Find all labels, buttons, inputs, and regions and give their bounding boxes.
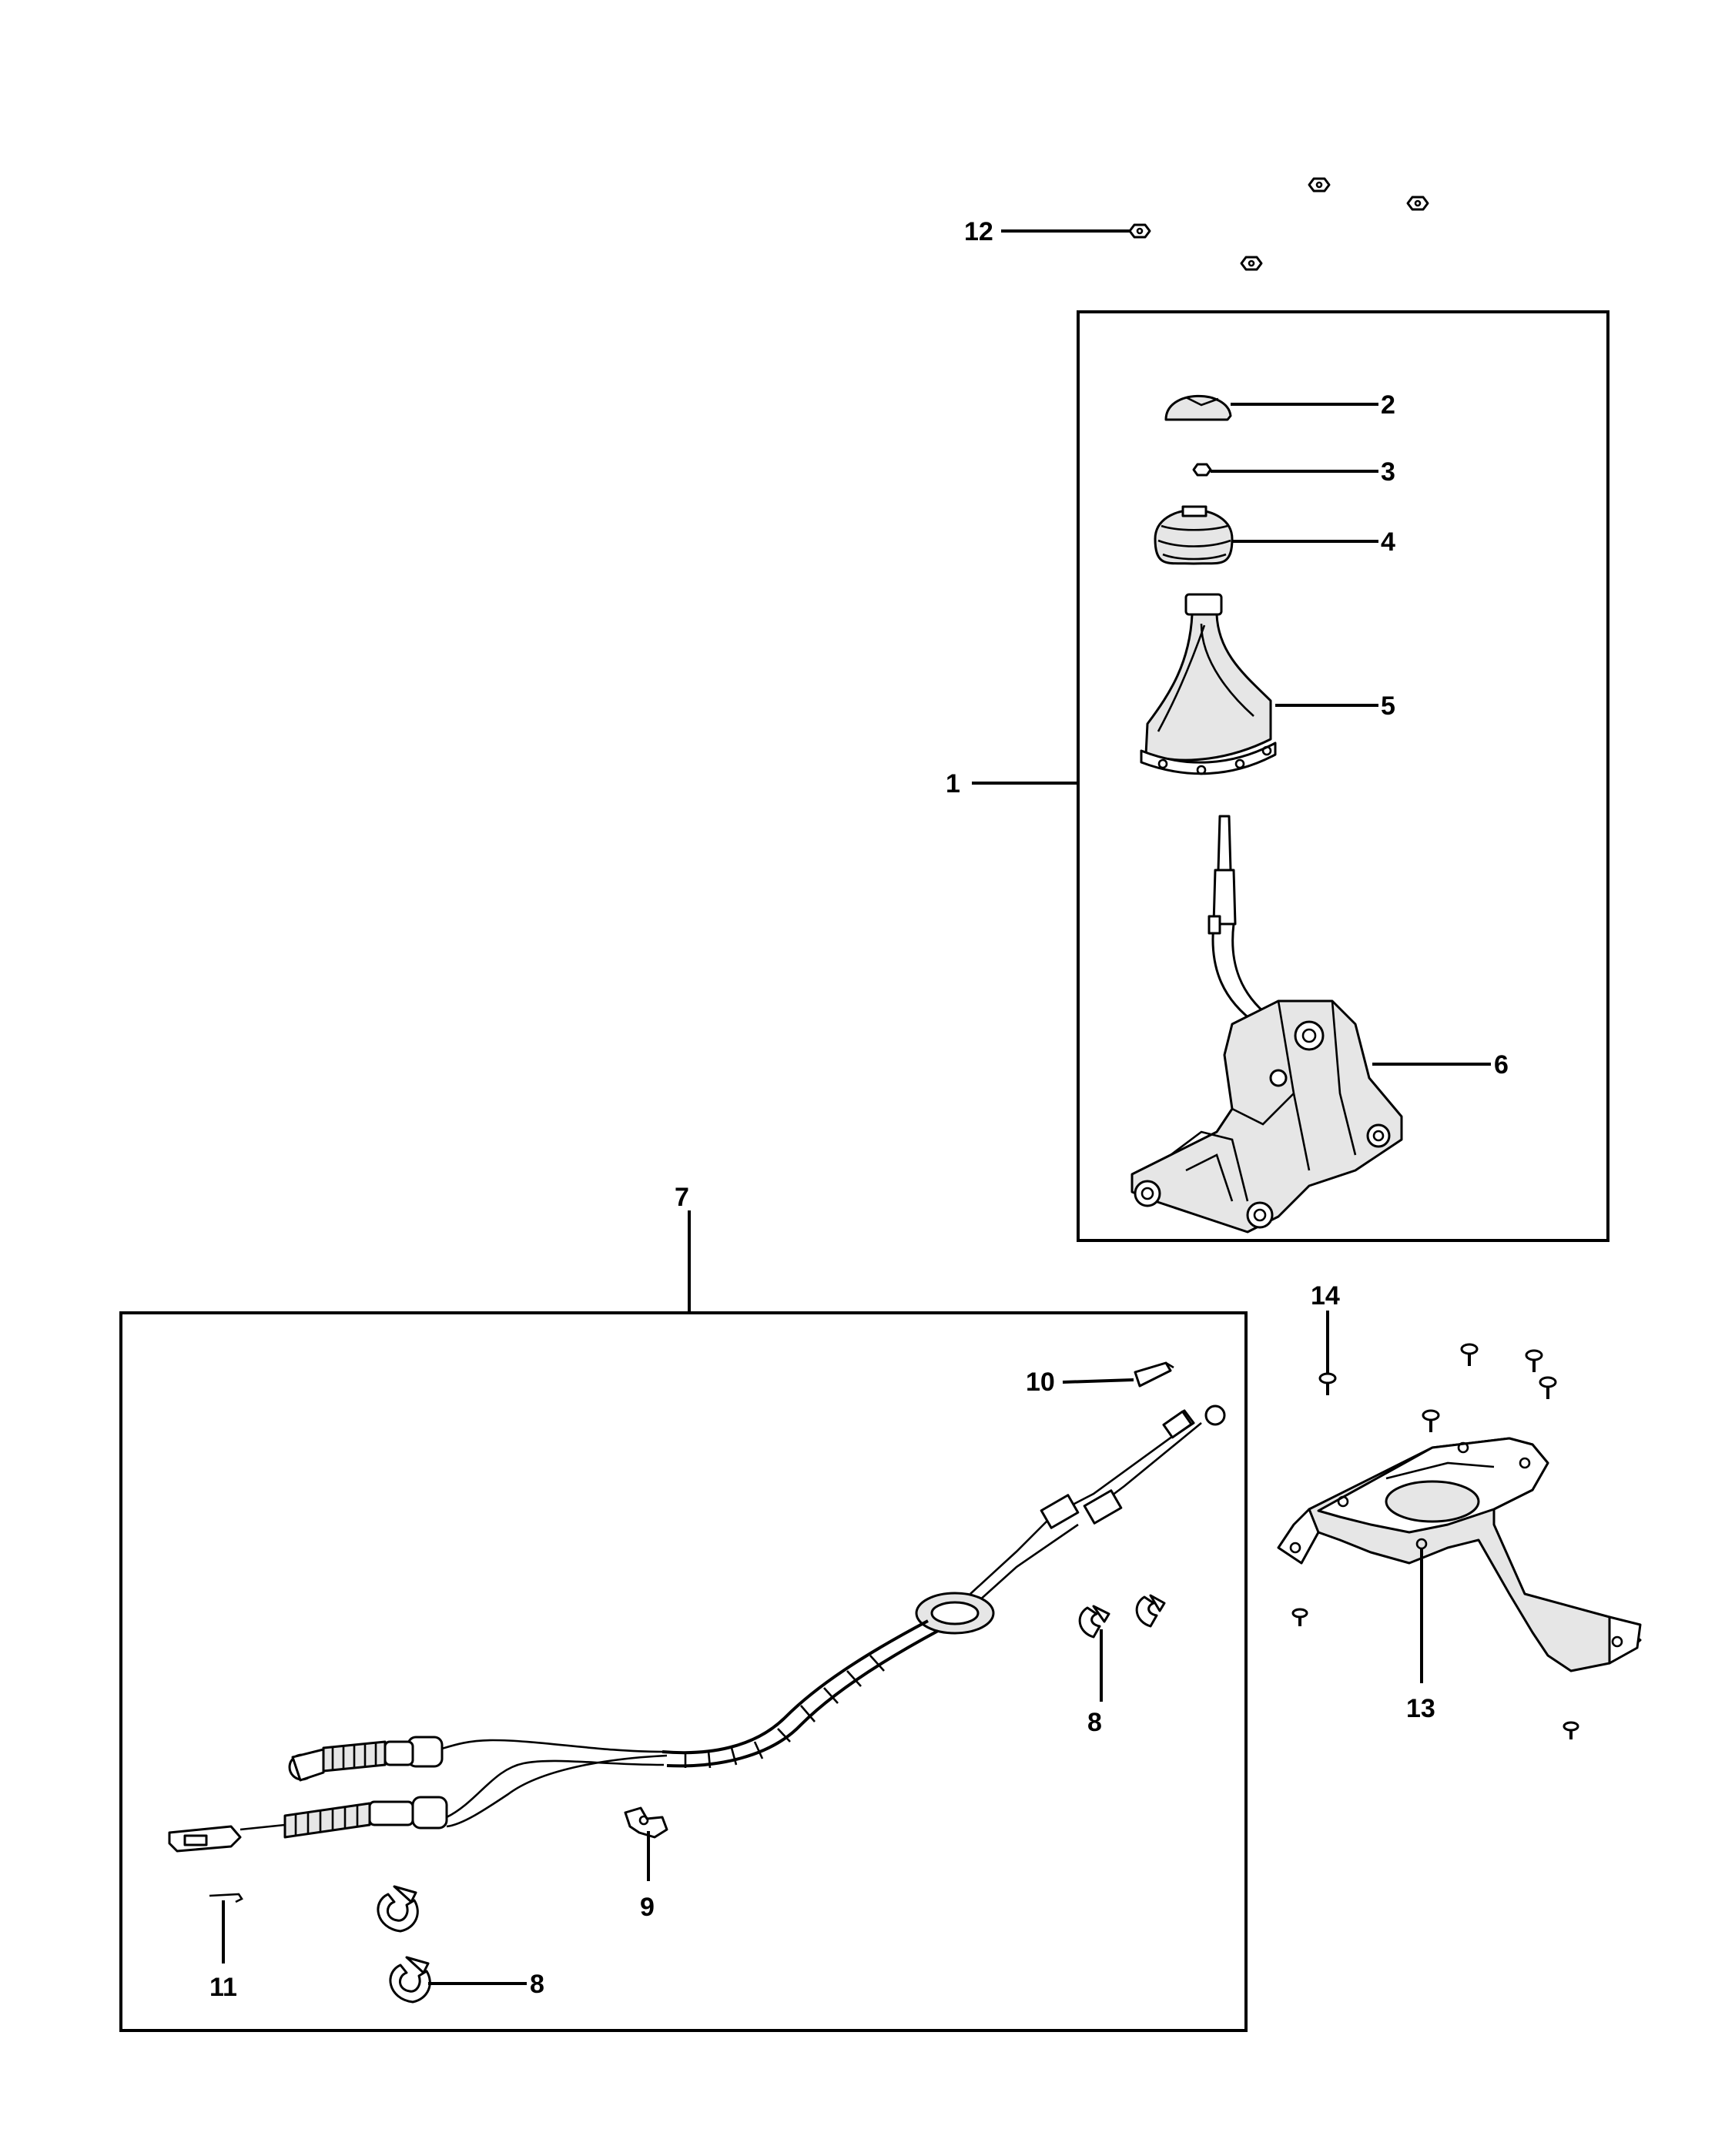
nut-icon (1406, 196, 1429, 211)
callout-4: 4 (1381, 527, 1395, 557)
part-2-knob-cap (1164, 394, 1378, 421)
callout-12: 12 (964, 217, 993, 246)
bolt-icon (1422, 1409, 1440, 1432)
callout-13: 13 (1406, 1694, 1435, 1723)
callout-10: 10 (1026, 1368, 1055, 1397)
callout-7: 7 (675, 1183, 689, 1212)
part-9-clip (624, 1806, 668, 1881)
callout-1: 1 (946, 769, 960, 798)
callout-3: 3 (1381, 457, 1395, 487)
part-4-shift-knob (1154, 505, 1378, 565)
bolt-icon (1539, 1376, 1557, 1399)
part-13-bracket (1277, 1437, 1642, 1683)
part-6-shifter-assembly (1130, 815, 1491, 1234)
callout-8-upper: 8 (1087, 1708, 1102, 1737)
part-11-pin (209, 1893, 243, 1964)
part-5-shift-boot (1140, 593, 1378, 775)
nut-icon (1240, 256, 1263, 271)
callout-8-lower: 8 (530, 1970, 544, 1999)
part-8-clips-lower (377, 1885, 527, 2004)
callout-2: 2 (1381, 390, 1395, 420)
nut-icon (1308, 177, 1331, 192)
part-8-clips-upper (1078, 1594, 1166, 1702)
callout-5: 5 (1381, 691, 1395, 721)
callout-6: 6 (1494, 1050, 1509, 1080)
bolt-icon (1318, 1372, 1337, 1395)
part-14-bolts (1291, 1311, 1579, 1739)
bolt-icon (1563, 1721, 1579, 1739)
bolt-icon (1460, 1343, 1479, 1366)
callout-11: 11 (209, 1973, 237, 2002)
callout-14: 14 (1311, 1281, 1340, 1311)
part-10-clip (1062, 1361, 1174, 1388)
nut-icon (1128, 223, 1151, 239)
bolt-icon (1525, 1349, 1543, 1372)
assembly-7-frame (119, 1311, 1248, 2032)
part-12-nuts (1001, 177, 1429, 271)
bolt-icon (1291, 1608, 1308, 1626)
part-7-cable-assembly (168, 1404, 1226, 1853)
callout-9: 9 (640, 1893, 655, 1922)
assembly-1-frame (1077, 310, 1609, 1242)
part-3-nut (1192, 463, 1378, 477)
